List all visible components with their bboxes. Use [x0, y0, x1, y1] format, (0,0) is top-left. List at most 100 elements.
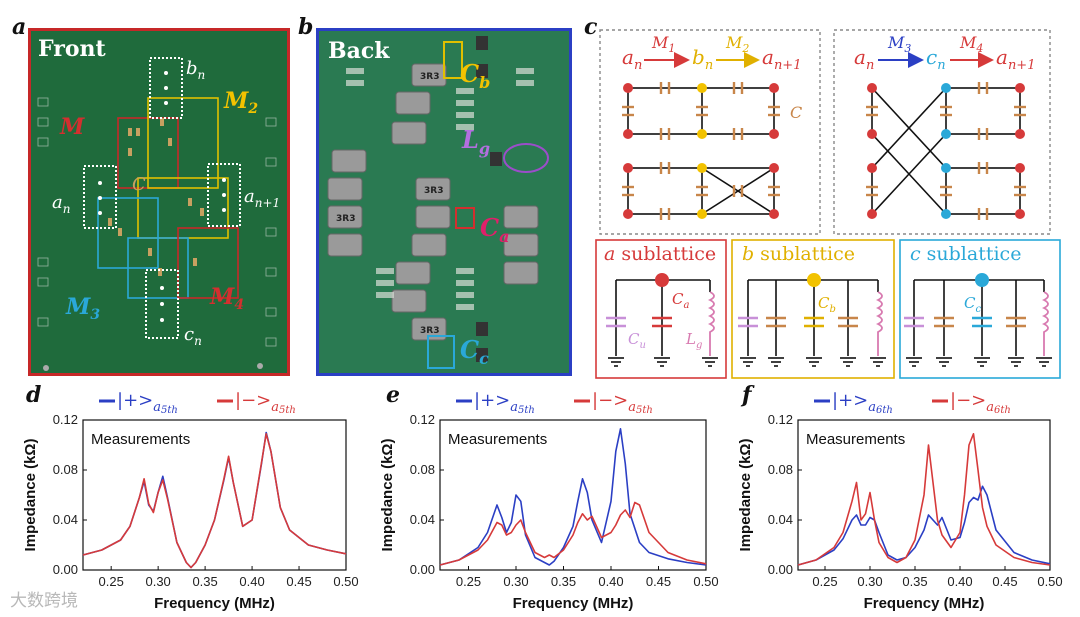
series-line-minus: [797, 433, 1051, 566]
legend-label: |−>a6th: [950, 390, 1011, 416]
c-left-a: a: [622, 45, 634, 69]
svg-text:Lg: Lg: [461, 125, 490, 158]
sub-a-name: a: [604, 243, 615, 265]
legend-label: |−>a5th: [235, 390, 296, 416]
label-bn: b: [186, 58, 198, 79]
x-tick-label: 0.40: [947, 574, 972, 589]
x-axis-label: Frequency (MHz): [154, 595, 275, 612]
label-an: a: [52, 192, 63, 213]
c-left-C: C: [790, 103, 802, 122]
x-tick-label: 0.25: [812, 574, 837, 589]
svg-text:M3: M3: [887, 33, 911, 55]
inductor-label: 3R3: [424, 186, 443, 196]
label-M4: M: [209, 284, 235, 310]
svg-text:M3: M3: [65, 294, 100, 323]
y-tick-label: 0.12: [768, 412, 793, 427]
pcb-back-photo: 3R3 3R3 3R3 3R3 Back Cb Lg Ca Cc: [316, 28, 572, 376]
c-left-M2: M: [725, 33, 743, 52]
plot-frame: [82, 419, 347, 571]
c-right-a1-sub: n+1: [1008, 58, 1036, 73]
label-Ca-sub: a: [499, 227, 509, 246]
annotation: Measurements: [91, 431, 190, 448]
sub-b-label: sublattice: [760, 243, 855, 265]
legend-label: |+>a6th: [832, 390, 893, 416]
svg-text:M4: M4: [209, 284, 244, 313]
svg-text:an: an: [854, 45, 874, 73]
label-an1-sub: n+1: [255, 196, 280, 210]
svg-text:an: an: [622, 45, 642, 73]
sub-a-cap2: C: [672, 290, 684, 308]
x-tick-label: 0.30: [145, 574, 170, 589]
label-M2-sub: 2: [247, 101, 258, 117]
panel-letter-c: c: [584, 14, 598, 40]
inductor-label: 3R3: [336, 214, 355, 224]
c-left-M2-sub: 2: [741, 42, 749, 55]
label-Lg: L: [461, 125, 479, 154]
c-right-a-sub: n: [866, 58, 874, 73]
svg-text:an+1: an+1: [996, 45, 1035, 73]
y-tick-label: 0.08: [410, 462, 435, 477]
svg-text:an: an: [52, 192, 70, 216]
x-tick-label: 0.50: [693, 574, 718, 589]
inductor-label: 3R3: [420, 72, 439, 82]
panel-letter-b: b: [298, 14, 314, 40]
y-tick-label: 0.12: [53, 412, 78, 427]
label-Cc-sub: c: [479, 349, 489, 368]
c-left-a1-sub: n+1: [774, 58, 802, 73]
legend-label: |+>a5th: [474, 390, 535, 416]
y-axis-label: Impedance (kΩ): [22, 439, 39, 552]
y-tick-label: 0.04: [53, 512, 78, 527]
c-right-c-sub: n: [937, 58, 945, 73]
annotation: Measurements: [448, 431, 547, 448]
y-tick-label: 0.00: [768, 562, 793, 577]
label-Lg-sub: g: [479, 139, 490, 158]
c-right-M4: M: [959, 33, 977, 52]
x-tick-label: 0.50: [1037, 574, 1062, 589]
sub-a-cap2-sub: a: [683, 300, 689, 311]
label-cn-sub: n: [194, 334, 202, 348]
y-tick-label: 0.04: [768, 512, 793, 527]
x-tick-label: 0.40: [598, 574, 623, 589]
plot-frame: [439, 419, 707, 571]
c-right-a: a: [854, 45, 866, 69]
c-right-M4-sub: 4: [975, 42, 983, 55]
x-tick-label: 0.45: [992, 574, 1017, 589]
y-tick-label: 0.08: [768, 462, 793, 477]
sub-c-label: sublattice: [927, 243, 1022, 265]
svg-text:bn: bn: [186, 58, 205, 82]
c-right-c: c: [926, 45, 937, 69]
x-tick-label: 0.50: [333, 574, 358, 589]
y-tick-label: 0.00: [53, 562, 78, 577]
sub-a-ind: L: [685, 330, 696, 348]
y-tick-label: 0.08: [53, 462, 78, 477]
label-Cb: C: [460, 59, 479, 88]
inductor-label: 3R3: [420, 326, 439, 336]
svg-text:M2: M2: [725, 33, 749, 55]
series-line-minus: [439, 501, 707, 566]
annotation: Measurements: [806, 431, 905, 448]
sub-c-name: c: [910, 243, 921, 265]
x-tick-label: 0.45: [286, 574, 311, 589]
sub-c-cap: C: [964, 294, 976, 312]
x-tick-label: 0.35: [551, 574, 576, 589]
series-line-plus: [439, 428, 707, 566]
pcb-back-title: Back: [328, 38, 390, 64]
c-left-a-sub: n: [634, 58, 642, 73]
y-tick-label: 0.00: [410, 562, 435, 577]
svg-text:cn: cn: [926, 45, 946, 73]
svg-text:cn: cn: [184, 324, 202, 348]
panel-letter-e: e: [386, 382, 400, 408]
svg-text:M4: M4: [959, 33, 983, 55]
series-line-plus: [82, 431, 347, 569]
y-tick-label: 0.04: [410, 512, 435, 527]
svg-text:M1: M1: [651, 33, 675, 55]
panel-letter-a: a: [12, 14, 27, 40]
series-line-minus: [82, 433, 347, 569]
